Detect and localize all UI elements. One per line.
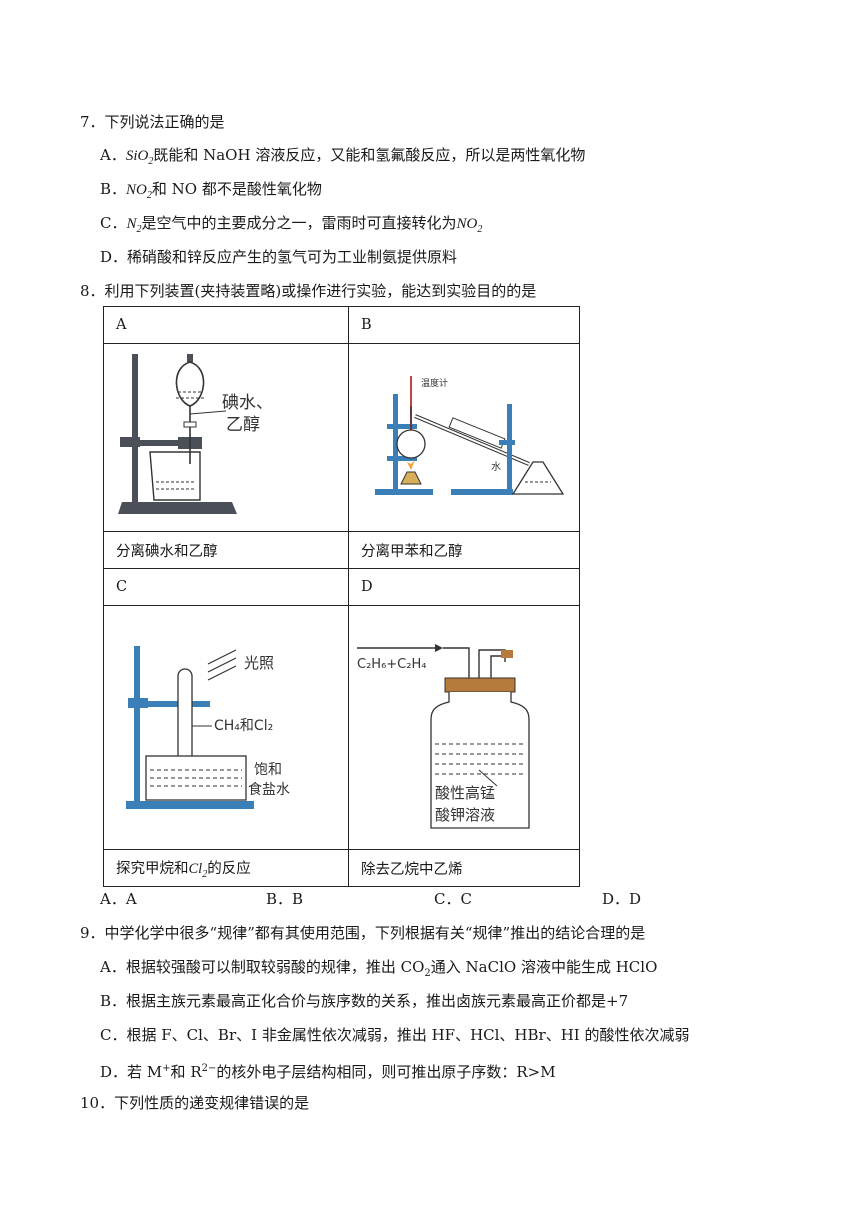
caption-a: 分离碘水和乙醇 — [103, 531, 349, 569]
caption-b: 分离甲苯和乙醇 — [348, 531, 580, 569]
q8-choices: A．A B．B C．C D．D — [0, 889, 860, 909]
q7-stem: 7．下列说法正确的是 — [80, 113, 225, 131]
q7-option-b: B．NO2和 NO 都不是酸性氧化物 — [100, 180, 322, 201]
q9-option-a: A．根据较强酸可以制取较弱酸的规律，推出 CO2通入 NaClO 溶液中能生成 … — [100, 958, 658, 979]
figure-c-gas-label: CH₄和Cl₂ — [214, 718, 273, 734]
figure-c-brine-label1: 饱和 — [254, 762, 282, 778]
figure-c-brine-label2: 食盐水 — [248, 781, 290, 798]
q10-stem: 10．下列性质的递变规律错误的是 — [80, 1094, 310, 1112]
cell-c-label: C — [103, 568, 349, 606]
figure-a-label2: 乙醇 — [226, 415, 260, 435]
q7-option-a: A．SiO2既能和 NaOH 溶液反应，又能和氢氟酸反应，所以是两性氧化物 — [100, 146, 586, 167]
figure-d-solution-label1: 酸性高锰 — [435, 784, 495, 802]
q7-option-c: C．N2是空气中的主要成分之一，雷雨时可直接转化为NO2 — [100, 214, 483, 235]
q8-choice-b: B．B — [266, 890, 304, 908]
q9-option-b: B．根据主族元素最高正化合价与族序数的关系，推出卤族元素最高正价都是+7 — [100, 992, 629, 1010]
q8-choice-c: C．C — [434, 890, 472, 908]
figure-b-water-label: 水 — [491, 461, 501, 473]
q9-option-c: C．根据 F、Cl、Br、I 非金属性依次减弱，推出 HF、HCl、HBr、HI… — [100, 1026, 690, 1044]
figure-a-label1: 碘水、 — [222, 393, 273, 413]
cell-b-label: B — [348, 306, 580, 344]
q7-option-d: D．稀硝酸和锌反应产生的氢气可为工业制氨提供原料 — [100, 248, 458, 266]
q9-stem: 9．中学化学中很多“规律”都有其使用范围，下列根据有关“规律”推出的结论合理的是 — [80, 924, 646, 942]
figure-d-gas-washing-bottle: C₂H₆+C₂H₄ 酸性高锰 酸钾溶液 — [348, 605, 580, 850]
cell-a-label: A — [103, 306, 349, 344]
q8-choice-a: A．A — [100, 890, 137, 908]
figure-d-solution-label2: 酸钾溶液 — [435, 806, 495, 824]
caption-c: 探究甲烷和Cl2的反应 — [103, 849, 349, 887]
figure-c-light-label: 光照 — [244, 654, 274, 672]
caption-d: 除去乙烷中乙烯 — [348, 849, 580, 887]
q8-apparatus-table: A B 碘水、 — [103, 306, 580, 887]
figure-b-distillation: 温度计 水 — [348, 343, 580, 532]
q8-stem: 8．利用下列装置(夹持装置略)或操作进行实验，能达到实验目的的是 — [80, 282, 537, 300]
cell-d-label: D — [348, 568, 580, 606]
figure-a-separatory-funnel: 碘水、 乙醇 — [103, 343, 349, 532]
q8-choice-d: D．D — [602, 890, 642, 908]
figure-d-gas-label: C₂H₆+C₂H₄ — [357, 657, 426, 672]
figure-b-thermo-label: 温度计 — [421, 377, 448, 389]
figure-c-methane-chlorination: 光照 CH₄和Cl₂ 饱和 食盐水 — [103, 605, 349, 850]
q9-option-d: D．若 M+和 R2−的核外电子层结构相同，则可推出原子序数：R>M — [100, 1063, 556, 1081]
